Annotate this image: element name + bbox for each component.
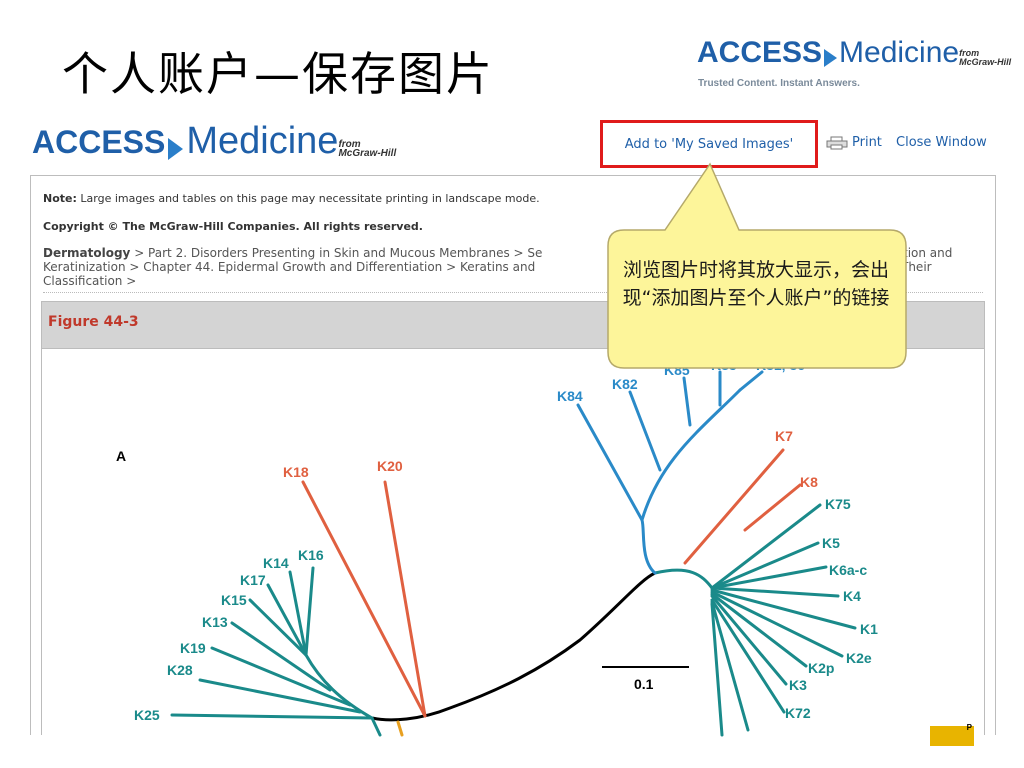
- branch-k3: [710, 594, 788, 686]
- branch-k8: [743, 483, 802, 532]
- window-logo-from-line2: McGraw-Hill: [338, 147, 397, 159]
- print-link[interactable]: Print: [826, 135, 882, 150]
- label-k3: K3: [789, 677, 807, 693]
- add-to-saved-images-button[interactable]: Add to 'My Saved Images': [600, 120, 818, 168]
- window-logo-access-text: ACCESS: [32, 124, 166, 160]
- label-k18: K18: [283, 464, 309, 480]
- label-k20: K20: [377, 458, 403, 474]
- label-k5: K5: [822, 535, 840, 551]
- breadcrumb: Dermatology > Part 2. Disorders Presenti…: [43, 246, 973, 288]
- label-k15: K15: [221, 592, 247, 608]
- figure-frame: [41, 349, 985, 735]
- breadcrumb-book-link[interactable]: Dermatology: [43, 246, 131, 260]
- callout-text: 浏览图片时将其放大显示，会出现“添加图片至个人账户”的链接: [622, 259, 890, 309]
- copyright-notice: Copyright © The McGraw-Hill Companies. A…: [43, 220, 423, 233]
- label-k84: K84: [557, 388, 583, 404]
- corner-mark-letter: P: [966, 723, 972, 732]
- branch-k28: [198, 678, 362, 714]
- branch-k85: [682, 376, 692, 427]
- label-k14: K14: [263, 555, 289, 571]
- branch-k75: [710, 503, 822, 590]
- logo-access-text: ACCESS: [697, 36, 823, 69]
- branch-left-orange: [396, 720, 404, 737]
- note-text: Large images and tables on this page may…: [76, 192, 540, 205]
- breadcrumb-chapter-link[interactable]: Keratinization > Chapter 44. Epidermal G…: [43, 260, 536, 274]
- branch-k13: [230, 621, 332, 692]
- branch-hair-upper: [640, 388, 742, 522]
- branch-k82: [628, 390, 662, 472]
- label-k4: K4: [843, 588, 861, 604]
- branch-k-lower2: [710, 602, 724, 737]
- logo-from-line1: from: [959, 48, 980, 59]
- label-k1: K1: [860, 621, 878, 637]
- branch-k15: [248, 598, 308, 657]
- branch-k7: [683, 448, 785, 565]
- keratin-phylogenetic-tree: 0.1 A K84 K82 K85 K83 K81, 86 K7 K8 K18 …: [116, 357, 878, 737]
- label-k6: K6a-c: [829, 562, 867, 578]
- branch-left-lower: [370, 716, 382, 737]
- logo-arrow-icon: [824, 48, 838, 67]
- close-window-link[interactable]: Close Window: [896, 135, 987, 150]
- label-k13: K13: [202, 614, 228, 630]
- branch-k18: [301, 480, 427, 718]
- label-k2p: K2p: [808, 660, 834, 676]
- content-divider: [43, 292, 983, 293]
- print-label: Print: [852, 135, 882, 150]
- branch-k4: [710, 586, 840, 598]
- breadcrumb-part-link[interactable]: > Part 2. Disorders Presenting in Skin a…: [130, 246, 543, 260]
- label-k7: K7: [775, 428, 793, 444]
- label-k19: K19: [180, 640, 206, 656]
- branch-k16: [304, 566, 315, 657]
- branch-k14: [288, 570, 308, 657]
- panel-label: A: [116, 448, 126, 464]
- label-k8: K8: [800, 474, 818, 490]
- branch-k6: [710, 565, 828, 590]
- landscape-note: Note: Large images and tables on this pa…: [43, 192, 540, 205]
- label-k75: K75: [825, 496, 851, 512]
- branch-k19: [210, 646, 352, 707]
- logo-tagline: Trusted Content. Instant Answers.: [698, 78, 860, 89]
- printer-icon: [826, 136, 848, 149]
- slide-title: 个人账户—保存图片: [62, 47, 494, 101]
- branch-k20: [383, 480, 427, 718]
- window-logo-arrow-icon: [168, 137, 184, 160]
- note-label: Note:: [43, 192, 77, 205]
- branch-k25: [170, 713, 374, 720]
- scale-bar-label: 0.1: [634, 676, 654, 692]
- breadcrumb-section-tail[interactable]: tion and: [903, 246, 953, 260]
- logo-from-line2: McGraw-Hill: [959, 56, 1012, 67]
- branch-k81: [738, 370, 764, 392]
- branch-type2-stem: [653, 568, 714, 590]
- branch-k17: [266, 583, 308, 657]
- window-logo-from-line1: from: [338, 138, 361, 150]
- branch-type1-stem: [304, 653, 374, 720]
- branch-k84: [576, 403, 644, 522]
- window-logo-medicine-text: Medicine: [186, 120, 339, 162]
- logo-medicine-text: Medicine: [839, 36, 960, 69]
- breadcrumb-topic-tail[interactable]: Their: [901, 260, 932, 274]
- branch-k72: [710, 598, 786, 714]
- breadcrumb-classification-link[interactable]: Classification >: [43, 274, 137, 288]
- label-k25: K25: [134, 707, 160, 723]
- branch-k1: [710, 588, 857, 630]
- label-k28: K28: [167, 662, 193, 678]
- branch-k5: [710, 541, 820, 590]
- slide-corner-mark: P: [930, 723, 974, 746]
- tree-trunk: [370, 571, 657, 722]
- branch-k-lower: [710, 600, 750, 732]
- branch-k2e: [710, 590, 844, 658]
- label-k16: K16: [298, 547, 324, 563]
- label-k82: K82: [612, 376, 638, 392]
- label-k17: K17: [240, 572, 266, 588]
- label-k72: K72: [785, 705, 811, 721]
- branch-hair-stem: [640, 518, 657, 575]
- branch-k2p: [710, 592, 808, 668]
- label-k2e: K2e: [846, 650, 872, 666]
